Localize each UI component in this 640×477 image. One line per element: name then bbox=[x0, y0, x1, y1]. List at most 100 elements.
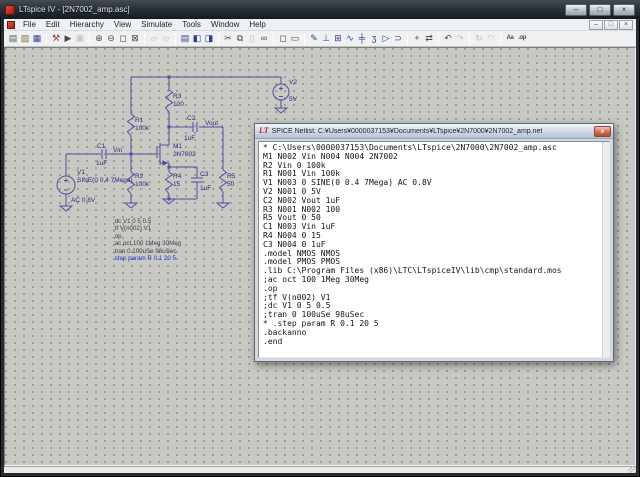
menu-item-simulate[interactable]: Simulate bbox=[141, 19, 173, 29]
spice-directive-line[interactable]: .op bbox=[113, 232, 122, 240]
wire-icon[interactable]: ✎ bbox=[310, 33, 318, 43]
label-c1-value[interactable]: 1uF bbox=[96, 160, 107, 167]
minimize-button[interactable]: – bbox=[565, 3, 587, 16]
component-r4[interactable] bbox=[164, 171, 174, 195]
label-v1-ac[interactable]: AC 0.8V bbox=[71, 197, 96, 204]
menu-item-hierarchy[interactable]: Hierarchy bbox=[69, 19, 104, 29]
cut-icon[interactable]: ✂ bbox=[224, 33, 232, 43]
label-v2-value[interactable]: 5V bbox=[289, 96, 298, 103]
open-icon[interactable]: ▨ bbox=[20, 33, 30, 43]
component-v2[interactable] bbox=[272, 83, 290, 101]
label-r2-value[interactable]: 100k bbox=[135, 181, 150, 188]
label-r5-ref[interactable]: R5 bbox=[227, 173, 236, 180]
zoom-back-icon[interactable]: ⊖ bbox=[107, 33, 115, 43]
drag-icon[interactable]: ⇄ bbox=[425, 33, 433, 43]
vertical-scrollbar[interactable] bbox=[602, 142, 609, 357]
spice-directive-line[interactable]: ;tf V(n002) V1 bbox=[113, 225, 152, 233]
diode-icon[interactable]: ▷ bbox=[382, 33, 390, 43]
resize-grip[interactable] bbox=[628, 466, 636, 473]
view-schematic-icon[interactable]: ▤ bbox=[180, 33, 190, 43]
component-r1[interactable] bbox=[126, 113, 136, 137]
label-net-icon[interactable]: ⊞ bbox=[334, 33, 342, 43]
label-m1-value[interactable]: 2N7002 bbox=[173, 151, 196, 158]
new-schematic-icon[interactable]: ▤ bbox=[8, 33, 18, 43]
halt-icon[interactable]: ▣ bbox=[75, 33, 85, 43]
component-icon[interactable]: ⊃ bbox=[394, 33, 402, 43]
spice-directive-line[interactable]: ;dc V1 0 5 0.5 bbox=[113, 218, 152, 225]
spice-directive-line[interactable]: .step param R 0.1 20 5 bbox=[113, 255, 176, 263]
child-restore-button[interactable]: □ bbox=[604, 19, 618, 30]
component-c1[interactable] bbox=[101, 149, 107, 159]
view-symbol-icon[interactable]: ◨ bbox=[204, 33, 214, 43]
menu-item-window[interactable]: Window bbox=[210, 19, 240, 29]
label-r5-value[interactable]: 50 bbox=[227, 181, 235, 188]
component-c3[interactable] bbox=[191, 177, 203, 183]
component-r5[interactable] bbox=[218, 169, 228, 193]
child-close-button[interactable]: × bbox=[619, 19, 633, 30]
label-c1-ref[interactable]: C1 bbox=[97, 143, 106, 150]
rotate-icon[interactable]: ↻ bbox=[475, 33, 483, 43]
label-m1-ref[interactable]: M1 bbox=[173, 143, 182, 150]
net-label-vin[interactable]: Vin bbox=[113, 147, 123, 154]
spice-directive-icon[interactable]: .op bbox=[518, 35, 526, 41]
zoom-full-icon[interactable]: ⊠ bbox=[131, 33, 139, 43]
maximize-button[interactable]: □ bbox=[589, 3, 611, 16]
label-v1-ref[interactable]: V1 bbox=[77, 169, 85, 176]
redo-icon[interactable]: ↷ bbox=[456, 33, 464, 43]
label-r3-ref[interactable]: R3 bbox=[173, 93, 182, 100]
label-v1-value[interactable]: SINE(0 0.4 7Mega) bbox=[77, 177, 133, 184]
print-icon[interactable]: ▭ bbox=[290, 33, 300, 43]
view-netlist-icon[interactable]: ◧ bbox=[192, 33, 202, 43]
label-c2-ref[interactable]: C2 bbox=[187, 115, 196, 122]
label-r1-value[interactable]: 100k bbox=[135, 125, 150, 132]
component-m1[interactable] bbox=[156, 127, 170, 166]
label-c2-value[interactable]: 1uF bbox=[184, 135, 195, 142]
label-c3-ref[interactable]: C3 bbox=[200, 171, 209, 178]
find-icon[interactable]: ∞ bbox=[260, 33, 268, 43]
resistor-icon[interactable]: ∿ bbox=[346, 33, 354, 43]
menu-item-file[interactable]: File bbox=[23, 19, 36, 29]
autorange-y-icon[interactable]: ▱ bbox=[150, 33, 158, 43]
label-r4-ref[interactable]: R4 bbox=[173, 173, 182, 180]
label-r2-ref[interactable]: R2 bbox=[135, 173, 144, 180]
menu-item-edit[interactable]: Edit bbox=[45, 19, 60, 29]
label-r4-value[interactable]: 15 bbox=[173, 181, 181, 188]
zoom-in-icon[interactable]: ⊕ bbox=[95, 33, 103, 43]
move-icon[interactable]: + bbox=[414, 33, 420, 43]
control-panel-icon[interactable]: ⚒ bbox=[51, 33, 61, 43]
child-minimize-button[interactable]: – bbox=[589, 19, 603, 30]
schematic-canvas[interactable]: R3 100 R1 100k C2 1uF Vout M1 2N7002 R5 … bbox=[4, 47, 636, 466]
component-c2[interactable] bbox=[192, 122, 198, 132]
undo-icon[interactable]: ↶ bbox=[444, 33, 452, 43]
netlist-titlebar[interactable]: LT SPICE Netlist: C:¥Users¥0000037153¥Do… bbox=[255, 124, 613, 139]
component-r2[interactable] bbox=[126, 171, 136, 195]
document-icon[interactable] bbox=[7, 20, 15, 29]
label-c3-value[interactable]: 1uF bbox=[200, 185, 211, 192]
component-r3[interactable] bbox=[164, 89, 174, 113]
ground-icon[interactable]: ⊥ bbox=[322, 33, 330, 43]
spice-directive-line[interactable]: ;ac oct 100 1Meg 30Meg bbox=[113, 240, 182, 248]
net-label-vout[interactable]: Vout bbox=[205, 120, 218, 127]
mirror-icon[interactable]: ◠ bbox=[487, 33, 495, 43]
title-bar[interactable]: LTspice IV - [2N7002_amp.asc] –□× bbox=[0, 0, 640, 19]
close-icon[interactable]: × bbox=[594, 125, 611, 137]
inductor-icon[interactable]: ʒ bbox=[371, 33, 377, 43]
ltspice-app-icon[interactable] bbox=[5, 4, 15, 15]
menu-item-tools[interactable]: Tools bbox=[182, 19, 201, 29]
paste-icon[interactable]: ▯ bbox=[249, 33, 255, 43]
netlist-window[interactable]: LT SPICE Netlist: C:¥Users¥0000037153¥Do… bbox=[254, 123, 614, 362]
label-r3-value[interactable]: 100 bbox=[173, 101, 184, 108]
component-v1[interactable] bbox=[56, 175, 76, 195]
copy-icon[interactable]: ⧉ bbox=[236, 33, 244, 43]
print-preview-icon[interactable]: ◻ bbox=[279, 33, 287, 43]
label-r1-ref[interactable]: R1 bbox=[135, 117, 144, 124]
menu-item-help[interactable]: Help bbox=[249, 19, 266, 29]
capacitor-icon[interactable]: ╪ bbox=[358, 33, 366, 43]
save-icon[interactable]: ▦ bbox=[32, 33, 42, 43]
spice-directive-line[interactable]: ;tran 0 100uSe 98uSec bbox=[113, 247, 177, 255]
close-button[interactable]: × bbox=[613, 3, 635, 16]
zoom-area-icon[interactable]: ◻ bbox=[119, 33, 127, 43]
menu-item-view[interactable]: View bbox=[113, 19, 132, 29]
text-icon[interactable]: Aa bbox=[506, 35, 514, 41]
run-icon[interactable]: ▶ bbox=[64, 33, 72, 43]
